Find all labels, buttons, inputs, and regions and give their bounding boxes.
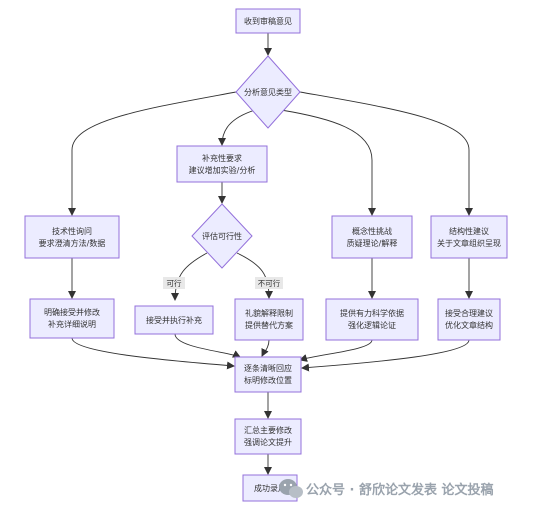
svg-text:提供有力科学依据: 提供有力科学依据 [340, 308, 404, 318]
edge-evidence-respond [299, 339, 373, 362]
svg-text:收到审稿意见: 收到审稿意见 [244, 16, 292, 26]
svg-text:逐条清晰回应: 逐条清晰回应 [244, 363, 292, 373]
node-accept-exec: 接受并执行补充 [134, 305, 214, 335]
node-supplement: 补充性要求 建议增加实验/分析 [176, 145, 268, 183]
svg-text:可行: 可行 [167, 278, 182, 288]
svg-text:关于文章组织呈现: 关于文章组织呈现 [437, 238, 501, 248]
edge-clarify-respond [71, 337, 235, 370]
svg-text:补充详细说明: 补充详细说明 [48, 319, 96, 329]
edges [68, 33, 473, 475]
svg-text:要求澄清方法/数据: 要求澄清方法/数据 [39, 238, 106, 248]
node-received: 收到审稿意见 [235, 8, 301, 34]
node-technical: 技术性询问 要求澄清方法/数据 [24, 215, 120, 259]
edge-analyze-supplement [218, 109, 256, 146]
svg-text:明确接受并修改: 明确接受并修改 [44, 307, 100, 317]
svg-text:优化文章结构: 优化文章结构 [445, 320, 493, 330]
svg-text:强调论文提升: 强调论文提升 [244, 437, 292, 447]
svg-text:概念性挑战: 概念性挑战 [352, 226, 392, 236]
svg-text:不可行: 不可行 [258, 278, 281, 288]
node-optimize: 接受合理建议 优化文章结构 [437, 298, 501, 341]
node-evidence: 提供有力科学依据 强化逻辑论证 [325, 298, 419, 341]
edge-optimize-respond [301, 339, 470, 372]
edge-label-feasible: 可行 [163, 277, 185, 289]
svg-text:质疑理论/解释: 质疑理论/解释 [347, 238, 398, 248]
svg-text:结构性建议: 结构性建议 [449, 226, 489, 236]
edge-assess-polite [236, 252, 273, 299]
svg-text:提供替代方案: 提供替代方案 [245, 320, 293, 330]
edge-analyze-conceptual [280, 109, 376, 216]
node-polite: 礼貌解释限制 提供替代方案 [234, 298, 304, 341]
edge-accept-respond [174, 333, 241, 358]
edge-polite-respond [261, 339, 270, 357]
node-analyze: 分析意见类型 [235, 55, 301, 129]
svg-text:评估可行性: 评估可行性 [202, 231, 242, 241]
svg-text:补充性要求: 补充性要求 [202, 153, 242, 163]
svg-text:建议增加实验/分析: 建议增加实验/分析 [189, 165, 256, 175]
wechat-icon [279, 479, 303, 498]
node-structural: 结构性建议 关于文章组织呈现 [430, 215, 508, 259]
svg-text:礼貌解释限制: 礼貌解释限制 [245, 308, 293, 318]
edge-assess-accept [171, 252, 208, 301]
watermark-text: 公众号 · 舒欣论文发表 论文投稿 [306, 482, 494, 498]
node-clarify: 明确接受并修改 补充详细说明 [29, 298, 115, 339]
watermark: 公众号 · 舒欣论文发表 论文投稿 [279, 479, 494, 498]
node-summary: 汇总主要修改 强调论文提升 [234, 418, 302, 455]
svg-text:技术性询问: 技术性询问 [52, 226, 92, 236]
svg-text:接受并执行补充: 接受并执行补充 [146, 315, 202, 325]
node-assess: 评估可行性 [191, 203, 253, 269]
svg-text:汇总主要修改: 汇总主要修改 [244, 425, 292, 435]
svg-text:接受合理建议: 接受合理建议 [445, 308, 493, 318]
edge-label-infeasible: 不可行 [255, 277, 283, 289]
edge-analyze-technical [68, 91, 237, 216]
svg-text:分析意见类型: 分析意见类型 [244, 87, 292, 97]
edge-analyze-structural [299, 91, 473, 216]
node-conceptual: 概念性挑战 质疑理论/解释 [331, 215, 413, 259]
node-respond: 逐条清晰回应 标明修改位置 [234, 356, 302, 393]
svg-text:标明修改位置: 标明修改位置 [244, 375, 292, 385]
svg-text:成功录用: 成功录用 [254, 483, 286, 493]
svg-text:强化逻辑论证: 强化逻辑论证 [348, 320, 396, 330]
